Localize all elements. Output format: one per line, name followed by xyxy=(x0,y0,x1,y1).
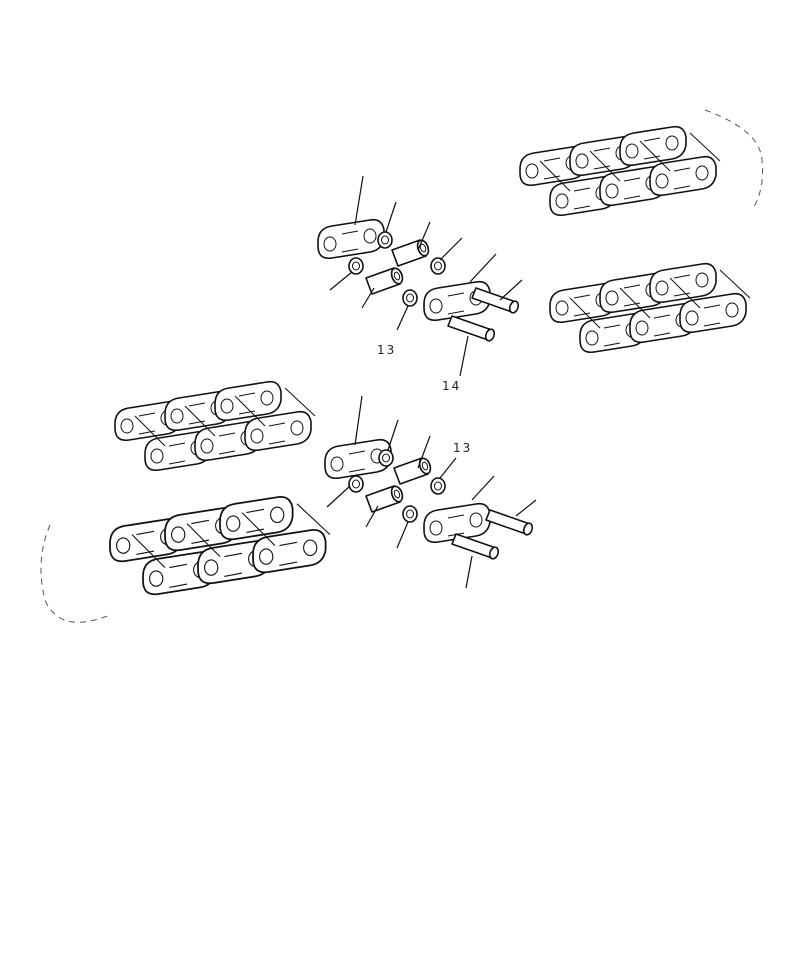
seal-lower-1 xyxy=(378,449,394,467)
seal-lower-3 xyxy=(348,475,364,493)
link-upper-outer xyxy=(317,218,385,260)
seal-upper-2 xyxy=(430,257,446,275)
seal-lower-4 xyxy=(402,505,418,523)
chain-assembly-left-a xyxy=(115,382,315,471)
bushing-upper-2 xyxy=(365,265,406,295)
callout-label-14: 14 xyxy=(442,379,461,393)
exploded-group-lower xyxy=(324,395,537,589)
seal-lower-2 xyxy=(430,477,446,495)
phantom-outline-left xyxy=(40,524,111,623)
chain-assembly-upper-right-b xyxy=(550,264,750,353)
phantom-outline-right xyxy=(704,109,763,211)
bushing-lower-1 xyxy=(393,455,434,485)
pin-lower-1 xyxy=(485,509,535,537)
callout-label-13-lower: 13 xyxy=(453,441,472,455)
bushing-upper-1 xyxy=(391,237,432,267)
pin-lower-2 xyxy=(451,533,501,561)
exploded-group-upper xyxy=(317,175,523,377)
seal-upper-1 xyxy=(377,231,393,249)
pin-upper-2 xyxy=(447,315,497,343)
seal-upper-4 xyxy=(402,289,418,307)
chain-assembly-upper-right-a xyxy=(520,127,720,216)
chain-assembly-left-b xyxy=(110,497,330,594)
seal-upper-3 xyxy=(348,257,364,275)
callout-label-13-upper: 13 xyxy=(377,343,396,357)
bushing-lower-2 xyxy=(365,483,406,513)
